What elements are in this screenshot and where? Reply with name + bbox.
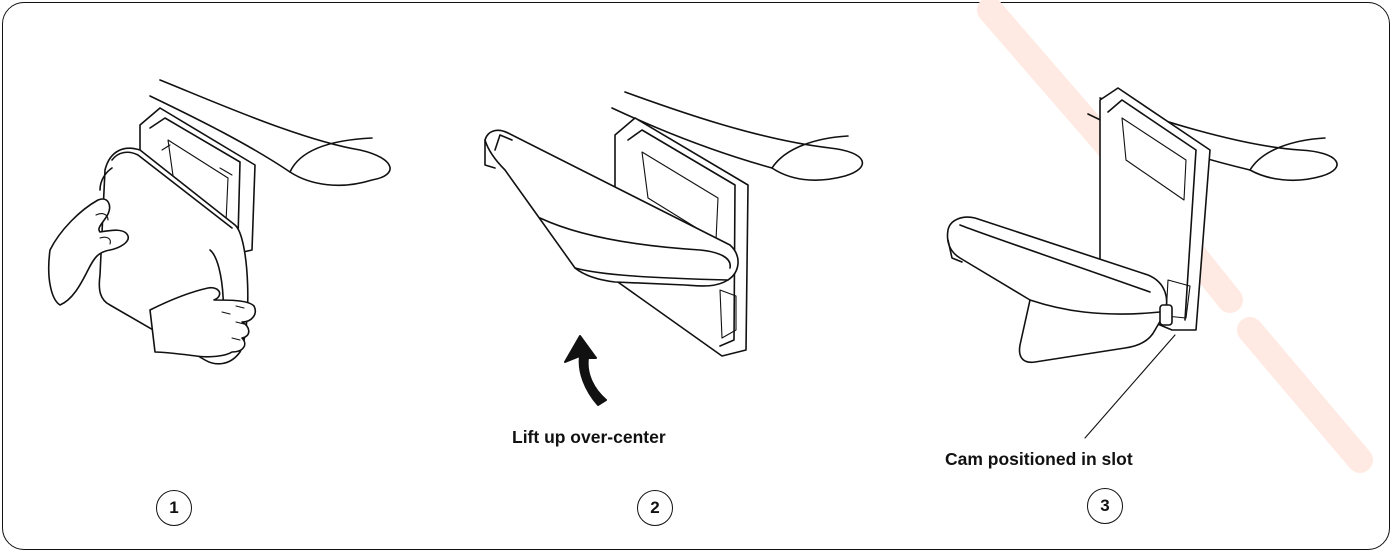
- step-number-1: 1: [156, 490, 192, 526]
- step-number-3: 3: [1087, 488, 1123, 524]
- caption-lift-up: Lift up over-center: [512, 427, 666, 447]
- step-number-2: 2: [637, 490, 673, 526]
- panel-2-illustration: [484, 91, 864, 406]
- lift-arrow-icon: [564, 335, 607, 406]
- panel-3-illustration: [946, 87, 1338, 439]
- caption-cam-positioned: Cam positioned in slot: [945, 449, 1133, 469]
- panel-1-illustration: [47, 79, 391, 365]
